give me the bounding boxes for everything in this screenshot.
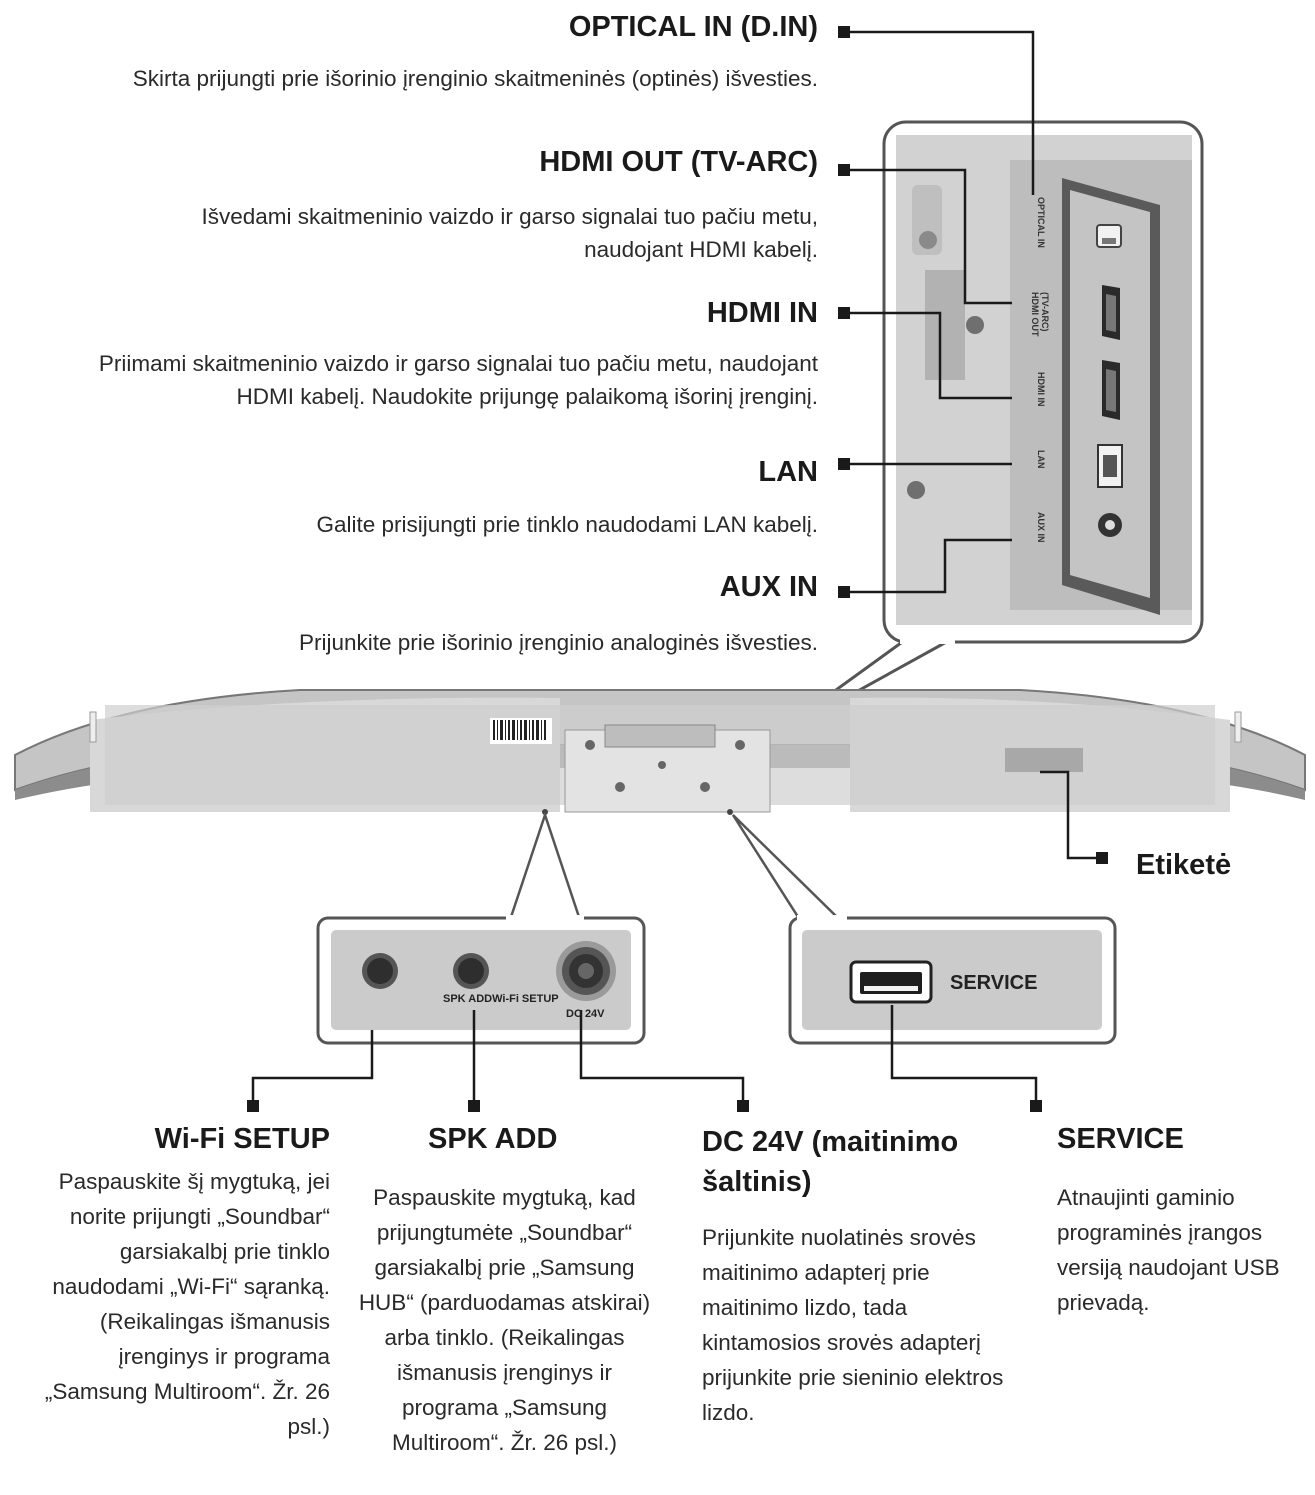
panel-label-hdmi-out-2: (TV-ARC) <box>1040 292 1050 332</box>
dc24v-desc: Prijunkite nuolatinės srovės maitinimo a… <box>702 1225 1004 1425</box>
wifi-setup-desc: Paspauskite šį mygtuką, jei norite priju… <box>44 1169 330 1439</box>
aux-in-title: AUX IN <box>719 571 818 603</box>
spk-add-title: SPK ADD <box>428 1123 558 1155</box>
panel-label-dc24v: DC 24V <box>566 1008 605 1020</box>
service-title: SERVICE <box>1057 1123 1184 1155</box>
hdmi-in-desc: Priimami skaitmeninio vaizdo ir garso si… <box>98 351 818 409</box>
panel-label-optical: OPTICAL IN <box>1036 197 1046 248</box>
panel-label-lan: LAN <box>1036 450 1046 469</box>
hdmi-in-title: HDMI IN <box>706 297 818 329</box>
label-title: Etiketė <box>1136 849 1232 881</box>
leader-endpoints <box>247 26 1108 1112</box>
wifi-setup-title: Wi-Fi SETUP <box>154 1123 330 1155</box>
panel-label-aux: AUX IN <box>1036 512 1046 543</box>
optical-in-desc: Skirta prijungti prie išorinio įrenginio… <box>132 66 818 91</box>
hdmi-out-desc: Išvedami skaitmeninio vaizdo ir garso si… <box>201 204 818 262</box>
leader-lines <box>251 30 1098 1104</box>
hdmi-out-title: HDMI OUT (TV-ARC) <box>539 146 818 178</box>
panel-label-service: SERVICE <box>950 972 1038 994</box>
service-panel <box>731 814 1117 1045</box>
button-panel <box>316 811 646 1045</box>
optical-in-title: OPTICAL IN (D.IN) <box>568 11 818 43</box>
rear-panel-zoom <box>759 120 1204 747</box>
lan-title: LAN <box>758 456 818 488</box>
spk-add-desc: Paspauskite mygtuką, kad prijungtumėte „… <box>358 1185 651 1455</box>
dc24v-title: DC 24V (maitinimo šaltinis) <box>702 1126 959 1198</box>
service-desc: Atnaujinti gaminio programinės įrangos v… <box>1057 1185 1280 1315</box>
panel-label-hdmi-out-1: HDMI OUT <box>1030 292 1040 337</box>
lan-desc: Galite prisijungti prie tinklo naudodami… <box>316 512 818 537</box>
aux-in-desc: Prijunkite prie išorinio įrenginio analo… <box>298 630 818 655</box>
soundbar <box>14 689 1306 815</box>
panel-label-spk-wifi: SPK ADDWi-Fi SETUP <box>443 993 559 1005</box>
panel-label-hdmi-in: HDMI IN <box>1036 372 1046 407</box>
